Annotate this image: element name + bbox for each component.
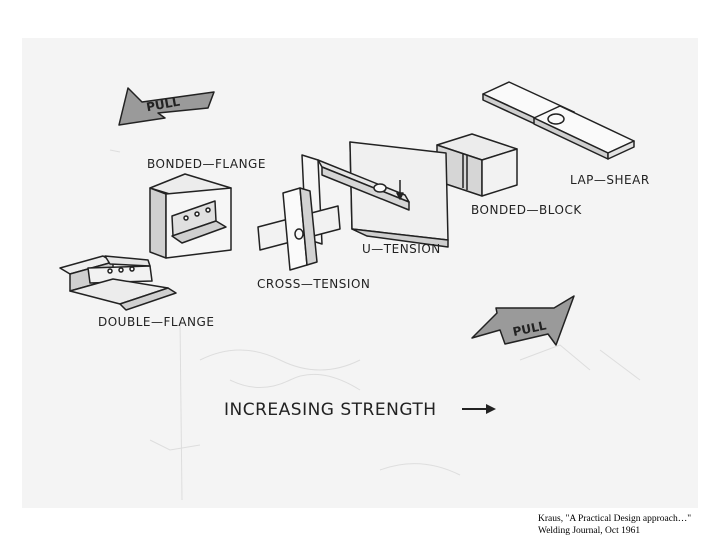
bonded-flange-specimen bbox=[149, 173, 232, 259]
double-flange-specimen bbox=[59, 255, 177, 311]
citation: Kraus, "A Practical Design approach…" We… bbox=[538, 513, 718, 537]
label-u-tension: U—TENSION bbox=[362, 242, 441, 256]
label-lap-shear: LAP—SHEAR bbox=[570, 173, 650, 187]
cross-tension-specimen bbox=[257, 187, 341, 271]
label-bonded-block: BONDED—BLOCK bbox=[471, 203, 582, 217]
pull-label-top: PULL bbox=[145, 95, 181, 115]
increasing-strength-label: INCREASING STRENGTH bbox=[224, 400, 437, 420]
pull-arrow-top: PULL bbox=[118, 87, 215, 126]
label-bonded-flange: BONDED—FLANGE bbox=[147, 157, 266, 171]
label-cross-tension: CROSS—TENSION bbox=[257, 277, 370, 291]
background-noise bbox=[109, 149, 641, 501]
citation-line-2: Welding Journal, Oct 1961 bbox=[538, 526, 641, 536]
pull-label-bottom: PULL bbox=[512, 318, 548, 339]
lap-shear-specimen bbox=[482, 81, 635, 160]
pull-arrow-bottom: PULL bbox=[471, 295, 575, 346]
bonded-block-specimen bbox=[436, 133, 518, 197]
increasing-strength-arrow-icon bbox=[462, 404, 496, 414]
label-double-flange: DOUBLE—FLANGE bbox=[98, 315, 214, 329]
citation-line-1: Kraus, "A Practical Design approach…" bbox=[538, 514, 692, 524]
